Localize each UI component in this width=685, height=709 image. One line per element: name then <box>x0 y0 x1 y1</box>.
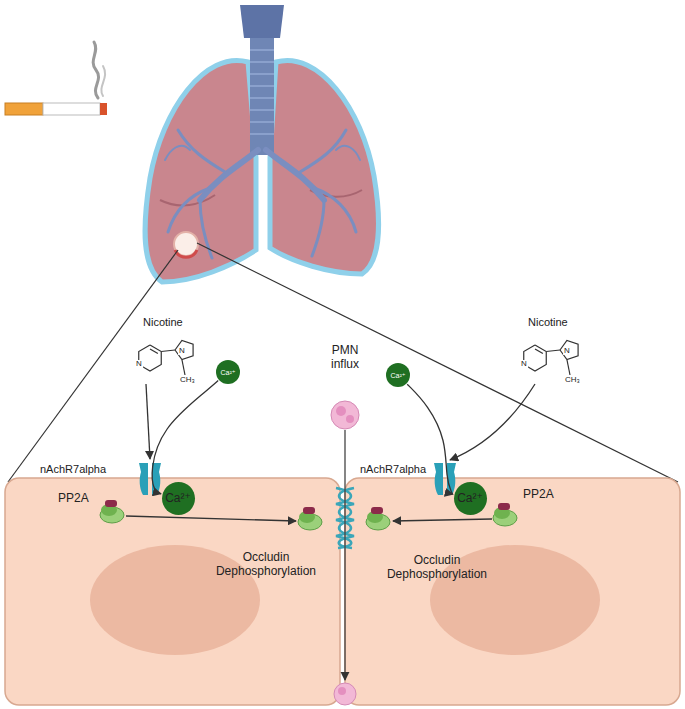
nicotine-molecule <box>535 349 543 354</box>
calcium-ion: Ca²⁺ <box>454 482 487 515</box>
zoom-line <box>8 250 178 482</box>
epithelial-cell-box: PP2A Occludin Dephosphorylation Ca²⁺ <box>345 478 680 705</box>
pp2a-enzyme <box>498 503 510 510</box>
pp2a-enzyme <box>371 507 383 514</box>
atom-label: N <box>563 347 571 355</box>
binding-arrow <box>450 384 535 460</box>
lungs <box>145 5 378 282</box>
receptor-name: nAchR7alpha <box>360 463 426 476</box>
receptor-channel <box>447 463 456 495</box>
lungs <box>165 130 360 258</box>
cigarette <box>101 66 105 96</box>
pp2a-enzyme <box>303 507 315 514</box>
ion-label: Ca²⁺ <box>391 372 406 379</box>
ion-label: Ca²⁺ <box>165 491 191 505</box>
lungs <box>266 150 324 200</box>
nicotine-molecule <box>567 360 570 375</box>
neutrophil <box>331 401 359 705</box>
cigarette <box>5 103 43 115</box>
atom-label: N <box>520 360 528 368</box>
receptor-channel <box>152 463 161 495</box>
lungs <box>250 121 274 123</box>
epithelial-cell-box: PP2A Occludin Dephosphorylation Ca²⁺ <box>5 478 340 705</box>
atom-label: N <box>178 347 186 355</box>
binding-arrow <box>146 384 535 460</box>
lungs <box>250 97 274 99</box>
molecule-name: Nicotine <box>528 316 568 329</box>
lungs <box>312 200 324 256</box>
nicotine-molecule <box>150 349 158 354</box>
lungs <box>250 61 274 63</box>
atom-label: N <box>135 360 143 368</box>
lungs <box>240 5 284 38</box>
calcium-ion: Ca²⁺ <box>162 482 195 515</box>
zoom-line <box>8 243 678 482</box>
lungs <box>200 150 258 200</box>
calcium-ion: Ca²⁺ <box>216 360 240 384</box>
epithelial-cell <box>5 478 680 705</box>
binding-arrow <box>146 384 150 459</box>
translocation-arrow <box>393 519 492 521</box>
ion-label: Ca²⁺ <box>221 369 236 376</box>
lungs <box>300 130 346 172</box>
nicotine-molecule <box>546 350 560 352</box>
lungs <box>250 73 274 75</box>
nicotine-molecule <box>182 360 185 375</box>
nicotine-molecule <box>175 340 193 359</box>
lungs <box>178 130 225 172</box>
cell-label: PP2A <box>523 487 554 501</box>
lungs <box>165 146 190 160</box>
receptor-channel <box>139 463 148 495</box>
lungs <box>175 250 197 257</box>
epithelial-cell <box>90 545 260 655</box>
neutrophil <box>331 401 359 429</box>
lungs <box>336 146 360 160</box>
translocation-arrow <box>126 516 492 521</box>
neutrophil <box>336 406 346 416</box>
cigarette <box>43 103 100 115</box>
neutrophil <box>338 687 346 695</box>
lungs <box>250 49 274 51</box>
lungs <box>250 109 274 111</box>
ion-flow-arrow <box>152 381 218 494</box>
lungs <box>250 133 274 135</box>
lungs <box>250 85 274 87</box>
cell-label: Occludin Dephosphorylation <box>381 553 493 582</box>
calcium-ion: Ca²⁺ <box>386 363 410 387</box>
group-label: CH₃ <box>180 376 195 384</box>
ion-flow-arrow <box>407 384 453 494</box>
pp2a-enzyme <box>105 500 117 507</box>
cigarette <box>100 103 107 115</box>
occludin-junction <box>339 488 354 548</box>
ion-label: Ca²⁺ <box>457 491 483 505</box>
lungs <box>250 50 274 134</box>
lungs <box>250 30 274 155</box>
nicotine-molecule <box>161 350 175 352</box>
nicotine-molecule <box>560 340 578 359</box>
cell-influx-label: PMN influx <box>320 343 370 372</box>
neutrophil <box>346 415 354 423</box>
cigarette <box>5 42 107 115</box>
epithelial-cell <box>5 478 340 705</box>
receptor-channel <box>434 463 443 495</box>
neutrophil <box>344 430 345 680</box>
cigarette <box>93 42 98 98</box>
cell-label: Occludin Dephosphorylation <box>210 550 322 579</box>
epithelial-cell <box>345 478 680 705</box>
cell-label: PP2A <box>58 491 89 505</box>
lungs <box>145 60 256 282</box>
nicotine-molecule <box>139 340 578 375</box>
translocation-arrow <box>126 516 296 521</box>
group-label: CH₃ <box>565 376 580 384</box>
zoom-line <box>197 243 678 482</box>
molecule-name: Nicotine <box>143 316 183 329</box>
neutrophil <box>334 683 356 705</box>
receptor-name: nAchR7alpha <box>40 463 106 476</box>
